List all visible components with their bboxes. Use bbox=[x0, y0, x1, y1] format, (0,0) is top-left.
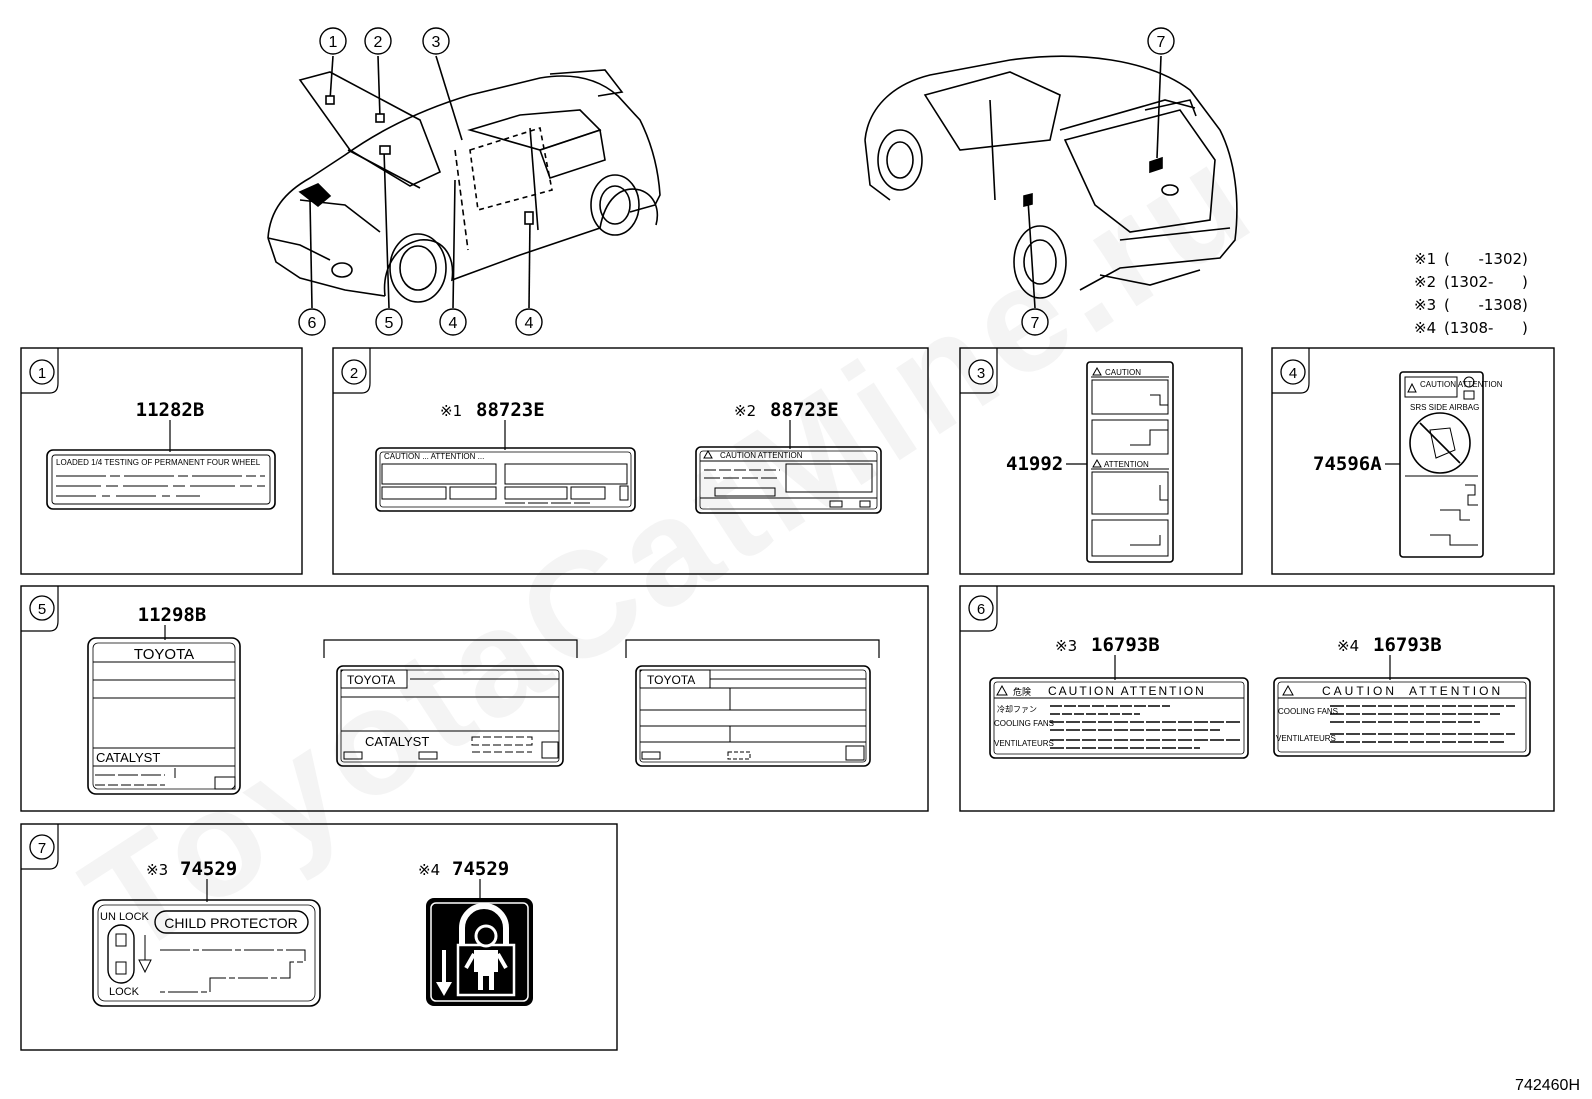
label-b-catalyst: CATALYST bbox=[365, 734, 429, 749]
label-16793B-a-ventilateurs: VENTILATEURS bbox=[994, 739, 1054, 748]
panel-5-number: 5 bbox=[38, 601, 46, 618]
label-16793B-b-ventilateurs: VENTILATEURS bbox=[1276, 734, 1336, 743]
child-lock-unlock-label: UN LOCK bbox=[100, 911, 150, 923]
label-41992-caution: CAUTION bbox=[1105, 368, 1141, 377]
label-74596A-header: CAUTION ATTENTION bbox=[1420, 380, 1503, 389]
note-text-3: ( -1308) bbox=[1444, 296, 1528, 314]
svg-text:4: 4 bbox=[449, 315, 458, 332]
panel-7-number: 7 bbox=[38, 840, 46, 857]
label-74596A-subheader: SRS SIDE AIRBAG bbox=[1410, 403, 1479, 412]
svg-text:7: 7 bbox=[1157, 34, 1166, 51]
part-88723E-b-mark: ※2 bbox=[734, 402, 756, 420]
svg-text:3: 3 bbox=[432, 34, 441, 51]
label-b-brand: TOYOTA bbox=[347, 673, 395, 687]
label-88723E-b-text: CAUTION ATTENTION bbox=[720, 451, 803, 460]
child-lock-lock-label: LOCK bbox=[109, 986, 140, 998]
applicability-notes: ※1 ( -1302) ※2 (1302- ) ※3 ( -1308) ※4 (… bbox=[1414, 250, 1528, 337]
part-88723E-a: 88723E bbox=[476, 399, 545, 421]
note-text-4: (1308- ) bbox=[1444, 319, 1528, 337]
note-mark-1: ※1 bbox=[1414, 250, 1436, 268]
panel-2-number: 2 bbox=[350, 365, 358, 382]
part-16793B-a: 16793B bbox=[1091, 634, 1160, 656]
label-16793B-a-heading: CAUTION ATTENTION bbox=[1048, 684, 1206, 698]
part-74529-a: 74529 bbox=[180, 858, 237, 880]
label-16793B-a-fan-jp: 冷却ファン bbox=[997, 704, 1037, 714]
svg-text:5: 5 bbox=[385, 315, 394, 332]
rear-car-illustration bbox=[864, 55, 1238, 309]
panel-4: 4 74596A CAUTION ATTENTION SRS SIDE AIRB… bbox=[1271, 347, 1555, 575]
panel-5: 5 11298B TOYOTA CATALYST bbox=[20, 585, 929, 812]
svg-text:1: 1 bbox=[329, 34, 338, 51]
part-74596A: 74596A bbox=[1313, 453, 1382, 475]
child-protector-label: CHILD PROTECTOR bbox=[164, 915, 298, 931]
label-16793B-a-danger: 危険 bbox=[1013, 686, 1031, 697]
label-88723E-a-text: CAUTION ... ATTENTION ... bbox=[384, 452, 484, 461]
note-mark-4: ※4 bbox=[1414, 319, 1436, 337]
child-lock-icon bbox=[426, 898, 533, 1006]
label-c-brand: TOYOTA bbox=[647, 673, 695, 687]
note-mark-3: ※3 bbox=[1414, 296, 1436, 314]
part-88723E-a-mark: ※1 bbox=[440, 402, 462, 420]
note-text-2: (1302- ) bbox=[1444, 273, 1528, 291]
rear-callouts: 7 7 bbox=[1021, 27, 1175, 336]
panel-1-number: 1 bbox=[38, 365, 46, 382]
panel-6-number: 6 bbox=[977, 601, 985, 618]
label-16793B-b-cooling: COOLING FANS bbox=[1278, 707, 1338, 716]
svg-text:2: 2 bbox=[374, 34, 383, 51]
label-41992-attention: ATTENTION bbox=[1104, 460, 1149, 469]
panel-1: 1 11282B LOADED 1/4 TESTING OF PERMANENT… bbox=[20, 347, 303, 575]
panel-7: 7 ※3 74529 UN LOCK LOCK CHILD PROTECTOR … bbox=[20, 823, 618, 1051]
label-16793B-b-heading: CAUTION ATTENTION bbox=[1322, 684, 1503, 698]
part-16793B-b-mark: ※4 bbox=[1337, 637, 1359, 655]
label-11282B-text: LOADED 1/4 TESTING OF PERMANENT FOUR WHE… bbox=[56, 458, 261, 467]
diagram-code: 742460H bbox=[1515, 1077, 1580, 1094]
watermark: ToyotaCatMine.ru bbox=[56, 110, 1281, 987]
part-11282B: 11282B bbox=[136, 399, 205, 421]
panel-4-number: 4 bbox=[1289, 365, 1297, 382]
note-mark-2: ※2 bbox=[1414, 273, 1436, 291]
part-11298B: 11298B bbox=[138, 604, 207, 626]
part-74529-b: 74529 bbox=[452, 858, 509, 880]
part-74529-b-mark: ※4 bbox=[418, 861, 440, 879]
part-16793B-b: 16793B bbox=[1373, 634, 1442, 656]
note-text-1: ( -1302) bbox=[1444, 250, 1528, 268]
front-car-illustration bbox=[267, 55, 661, 309]
front-callouts: 1 2 3 6 5 4 4 bbox=[298, 27, 543, 336]
svg-text:4: 4 bbox=[525, 315, 534, 332]
part-74529-a-mark: ※3 bbox=[146, 861, 168, 879]
label-11298B-brand: TOYOTA bbox=[134, 646, 194, 663]
panel-3: 3 41992 CAUTION ATTENTION bbox=[959, 347, 1243, 575]
part-41992: 41992 bbox=[1006, 453, 1063, 475]
svg-text:7: 7 bbox=[1031, 315, 1040, 332]
panel-2: 2 ※1 88723E CAUTION ... ATTENTION ... ※2… bbox=[332, 347, 929, 575]
panel-3-number: 3 bbox=[977, 365, 985, 382]
label-11298B-catalyst: CATALYST bbox=[96, 750, 160, 765]
label-16793B-a-cooling: COOLING FANS bbox=[994, 719, 1054, 728]
part-88723E-b: 88723E bbox=[770, 399, 839, 421]
part-16793B-a-mark: ※3 bbox=[1055, 637, 1077, 655]
panel-6: 6 ※3 16793B 危険 CAUTION ATTENTION 冷却ファン C… bbox=[959, 585, 1555, 812]
svg-text:6: 6 bbox=[308, 315, 317, 332]
